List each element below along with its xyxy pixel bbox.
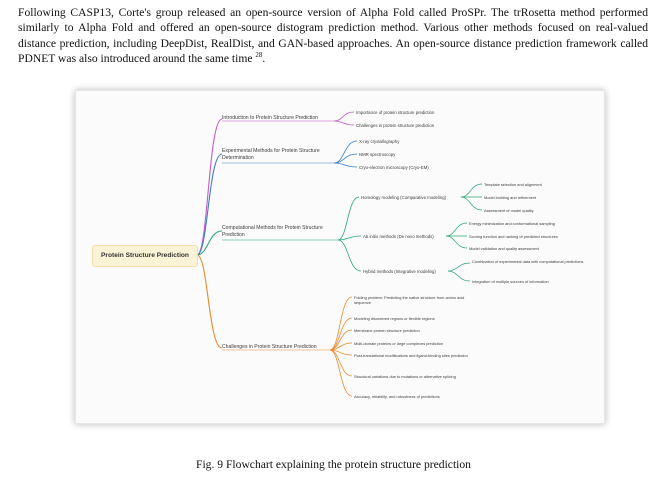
root-node: Protein Structure Prediction: [92, 245, 198, 267]
branch-introduction: Introduction to Protein Structure Predic…: [222, 115, 318, 121]
exp-nmr: NMR spectroscopy: [359, 152, 396, 157]
connector-abinitio-energy: [445, 222, 468, 237]
connector-exp-xray: [333, 140, 358, 164]
reference-superscript: 28: [255, 51, 263, 60]
abinitio-scoring-function: Scoring function and ranking of predicte…: [469, 234, 558, 239]
challenge-structural-variations-label: Structural variations due to mutations o…: [354, 374, 456, 379]
challenge-membrane-proteins: Membrane protein structure prediction: [354, 328, 420, 333]
comp-hybrid-methods: Hybrid methods (Integrative modeling): [363, 269, 436, 274]
connector-homology-template: [460, 183, 483, 198]
hybrid-combination: Combination of experimental data with co…: [472, 259, 590, 264]
root-node-label: Protein Structure Prediction: [101, 252, 189, 259]
body-paragraph: Following CASP13, Corte's group released…: [18, 5, 648, 66]
connector-root-challenges: [196, 254, 223, 349]
branch-experimental-methods-label: Experimental Methods for Protein Structu…: [222, 148, 320, 161]
homology-model-building: Model building and refinement: [484, 195, 537, 200]
hybrid-combination-label: Combination of experimental data with co…: [472, 259, 584, 264]
connector-challenge-accuracy: [329, 349, 353, 397]
intro-challenges: Challenges in protein structure predicti…: [356, 123, 435, 128]
connector-root-experimental: [196, 153, 223, 256]
comp-ab-initio: Ab initio methods (De novo methods): [363, 234, 434, 239]
branch-computational-methods: Computational Methods for Protein Struct…: [222, 225, 334, 238]
intro-importance: Importance of protein structure predicti…: [356, 110, 435, 115]
connector-challenge-variations: [329, 349, 353, 377]
connector-intro-challenges: [333, 120, 355, 126]
mindmap-connectors: [196, 111, 483, 397]
abinitio-model-validation: Model validation and quality assessment: [469, 246, 539, 251]
challenge-multi-domain: Multi-domain proteins or large complexes…: [354, 341, 444, 346]
branch-challenges: Challenges in Protein Structure Predicti…: [222, 344, 317, 350]
paragraph-text: Following CASP13, Corte's group released…: [18, 6, 648, 65]
connector-comp-hybrid: [337, 239, 362, 272]
exp-cryo-em: Cryo-electron microscopy (Cryo-EM): [359, 165, 429, 170]
branch-computational-methods-label: Computational Methods for Protein Struct…: [222, 225, 323, 238]
challenge-post-translational: Post-translational modifications and lig…: [354, 353, 478, 358]
connector-intro-importance: [333, 111, 355, 122]
abinitio-energy-minimization: Energy minimization and conformational s…: [469, 221, 555, 226]
connector-root-intro: [196, 118, 223, 256]
challenge-disordered-regions: Modeling disordered regions or flexible …: [354, 316, 435, 321]
branch-experimental-methods: Experimental Methods for Protein Structu…: [222, 148, 334, 161]
connector-abinitio-validation: [445, 235, 468, 249]
connector-root-computational: [196, 230, 223, 256]
connector-hybrid-integration: [447, 270, 471, 282]
connector-comp-abinitio: [337, 235, 362, 241]
challenge-folding-problem: Folding problem: Predicting the native s…: [354, 295, 474, 306]
connector-hybrid-combination: [447, 262, 471, 272]
connector-challenge-folding: [329, 296, 353, 351]
connector-homology-assessment: [460, 196, 483, 211]
comp-homology-modeling: Homology modeling (Comparative modeling): [361, 195, 447, 200]
paragraph-end: .: [262, 51, 266, 65]
exp-xray: X-ray crystallography: [359, 139, 400, 144]
challenge-folding-problem-label: Folding problem: Predicting the native s…: [354, 295, 465, 306]
connector-exp-cryoem: [333, 162, 358, 168]
figure-caption: Fig. 9 Flowchart explaining the protein …: [196, 458, 471, 471]
hybrid-integration: Integration of multiple sources of infor…: [472, 279, 549, 284]
homology-quality-assessment: Assessment of model quality: [484, 208, 534, 213]
challenge-structural-variations: Structural variations due to mutations o…: [354, 374, 472, 379]
connector-comp-homology: [337, 196, 360, 241]
connector-challenge-disordered: [329, 317, 353, 351]
challenge-accuracy: Accuracy, reliability, and robustness of…: [354, 394, 440, 399]
flowchart-figure: Protein Structure Prediction Introductio…: [75, 90, 605, 424]
challenge-post-translational-label: Post-translational modifications and lig…: [354, 353, 468, 358]
homology-template-selection: Template selection and alignment: [484, 182, 542, 187]
